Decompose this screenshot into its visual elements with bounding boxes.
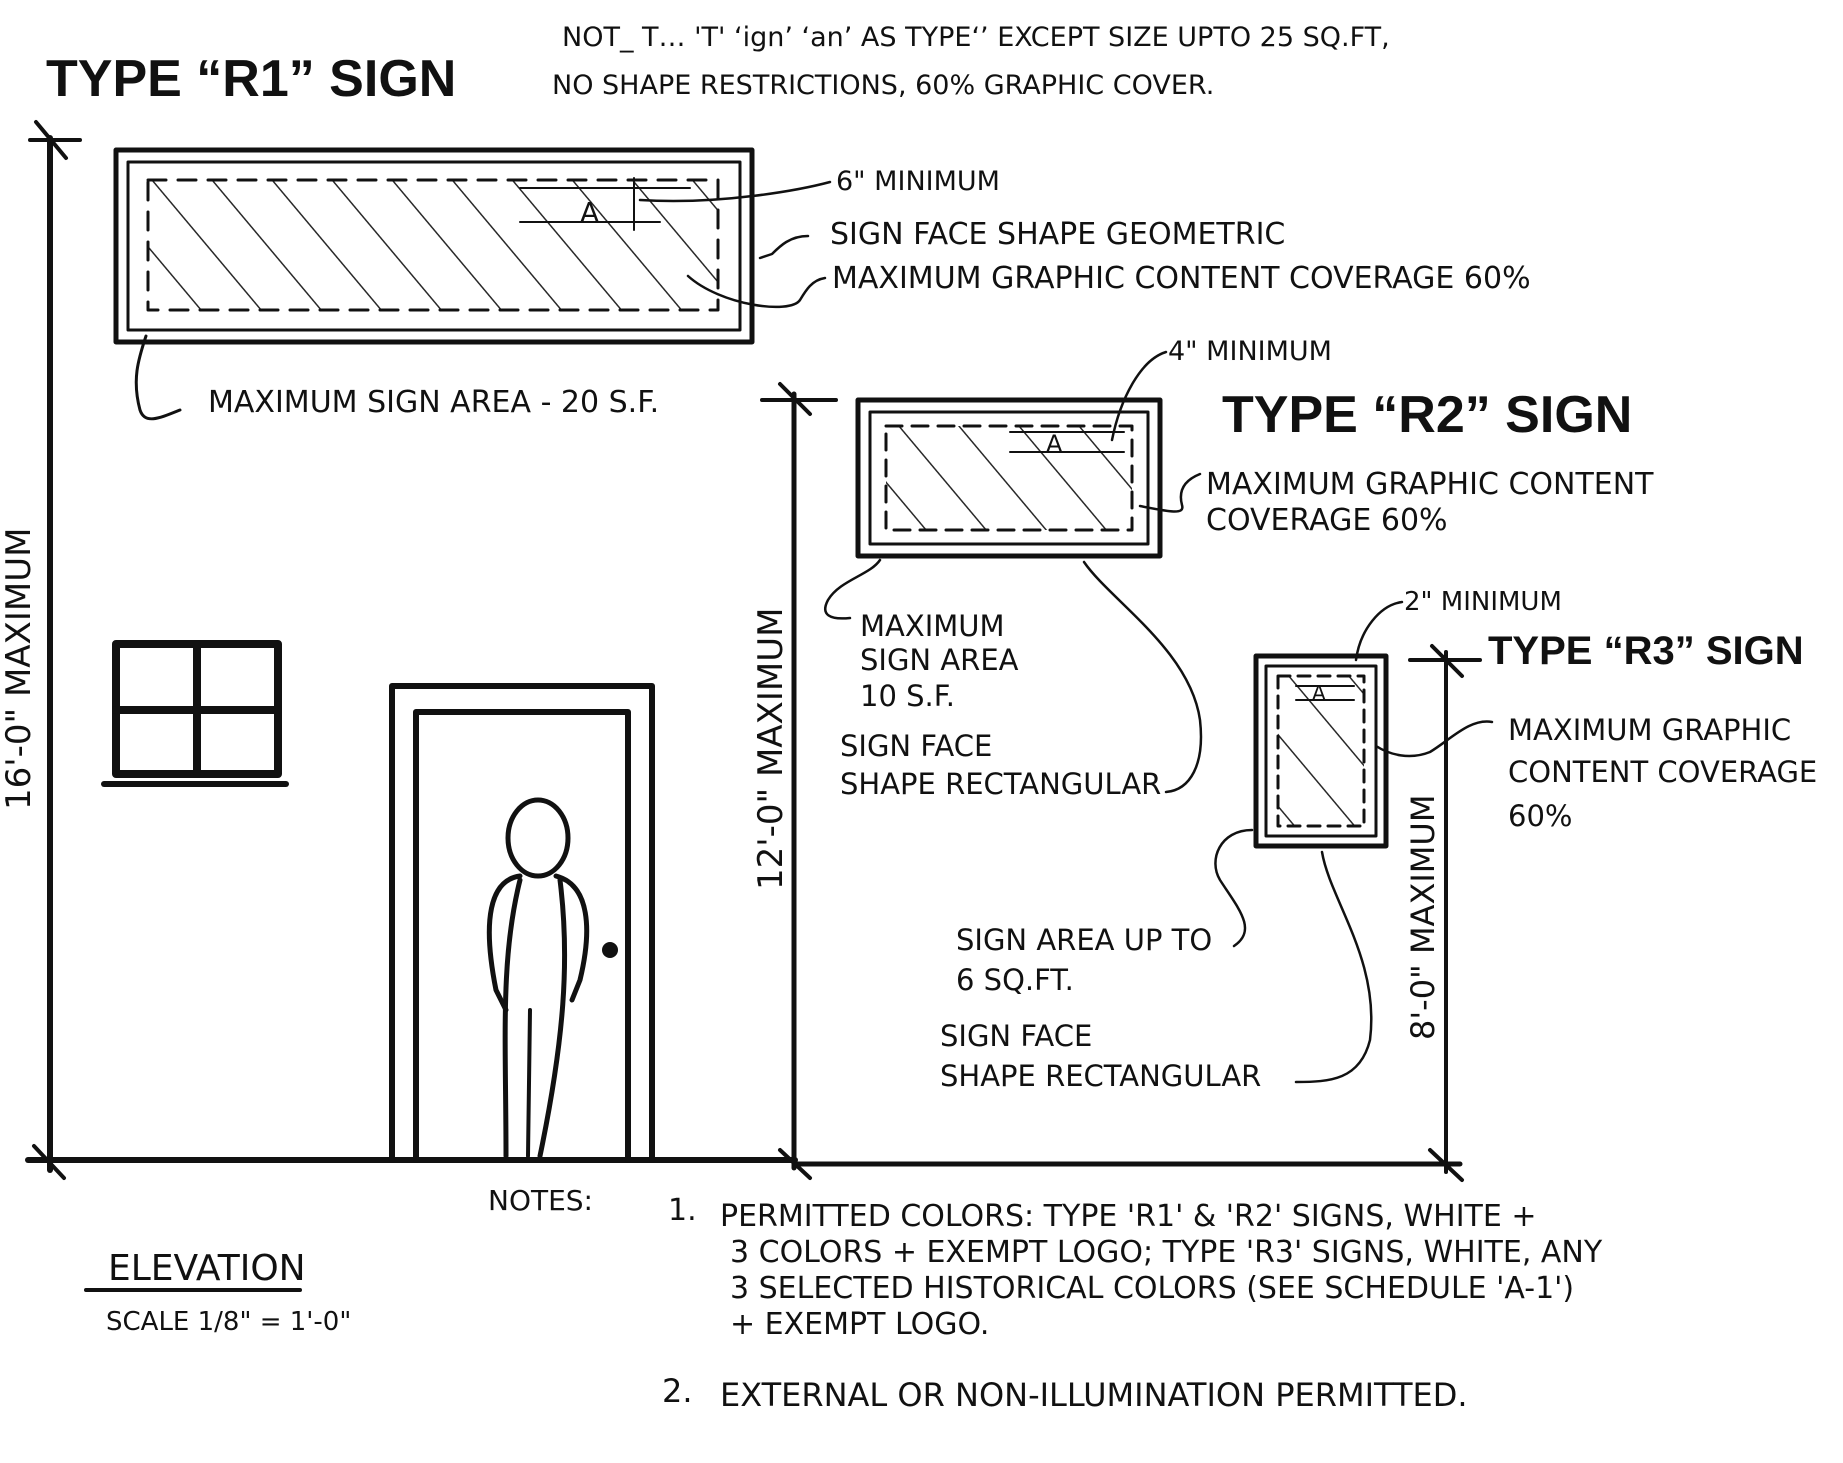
r2-area-line3: 10 S.F. bbox=[860, 679, 955, 713]
r1-title: TYPE “R1” SIGN bbox=[46, 50, 456, 108]
elevation-title: ELEVATION bbox=[108, 1248, 306, 1289]
note-1-line3: 3 SELECTED HISTORICAL COLORS (SEE SCHEDU… bbox=[730, 1271, 1574, 1306]
r2-height-label: 12'-0" MAXIMUM bbox=[751, 608, 791, 890]
r1-wall-outline bbox=[25, 120, 798, 1180]
notes-heading: NOTES: bbox=[488, 1184, 593, 1217]
r1-coverage-label: MAXIMUM GRAPHIC CONTENT COVERAGE 60% bbox=[832, 261, 1531, 296]
r2-coverage-line1: MAXIMUM GRAPHIC CONTENT bbox=[1206, 467, 1654, 502]
r2-sign bbox=[855, 397, 1163, 559]
r1-header-note-line1: NOT_ T… 'T' ‘ign’ ‘an’ AS TYPE‘’ EXCEPT … bbox=[562, 22, 1390, 53]
r3-shape-leader bbox=[1294, 850, 1373, 1084]
r1-margin-dimension: A bbox=[519, 177, 832, 231]
note-1-line4: + EXEMPT LOGO. bbox=[730, 1307, 989, 1342]
door-knob bbox=[602, 942, 618, 958]
r3-height-label: 8'-0" MAXIMUM bbox=[1404, 795, 1442, 1040]
r1-margin-label: 6" MINIMUM bbox=[836, 166, 1000, 197]
r3-wall-outline bbox=[1408, 644, 1482, 1182]
elevation-scale: SCALE 1/8" = 1'-0" bbox=[106, 1307, 351, 1337]
r2-shape-line2: SHAPE RECTANGULAR bbox=[840, 767, 1161, 801]
r2-area-leader bbox=[824, 558, 882, 620]
note-1-line2: 3 COLORS + EXEMPT LOGO; TYPE 'R3' SIGNS,… bbox=[730, 1235, 1603, 1270]
note-1-line1: PERMITTED COLORS: TYPE 'R1' & 'R2' SIGNS… bbox=[720, 1199, 1537, 1234]
r3-margin-marker: A bbox=[1312, 681, 1326, 705]
r2-margin-marker: A bbox=[1046, 430, 1063, 458]
r1-coverage-leader bbox=[686, 274, 827, 309]
r1-shape-leader bbox=[758, 234, 810, 260]
r3-margin-dimension: A bbox=[1295, 600, 1404, 705]
person-figure bbox=[486, 797, 590, 1159]
r2-coverage-line2: COVERAGE 60% bbox=[1206, 503, 1448, 538]
r3-coverage-line2: CONTENT COVERAGE bbox=[1508, 755, 1817, 789]
r3-area-leader bbox=[1214, 828, 1254, 948]
r3-area-line2: 6 SQ.FT. bbox=[956, 963, 1074, 997]
door bbox=[389, 683, 655, 1163]
r1-height-label: 16'-0" MAXIMUM bbox=[0, 528, 39, 810]
r3-title: TYPE “R3” SIGN bbox=[1488, 629, 1804, 673]
r2-wall-outline bbox=[760, 382, 1463, 1180]
r3-shape-line2: SHAPE RECTANGULAR bbox=[940, 1059, 1261, 1093]
r1-sign bbox=[113, 147, 755, 345]
r1-area-label: MAXIMUM SIGN AREA - 20 S.F. bbox=[208, 385, 659, 420]
note-1-number: 1. bbox=[668, 1193, 697, 1228]
r2-margin-dimension: A bbox=[1009, 350, 1168, 458]
r1-shape-label: SIGN FACE SHAPE GEOMETRIC bbox=[830, 217, 1285, 252]
r2-margin-label: 4" MINIMUM bbox=[1168, 336, 1332, 367]
r1-area-leader bbox=[134, 334, 182, 421]
note-2-number: 2. bbox=[662, 1372, 693, 1410]
r3-coverage-leader bbox=[1374, 720, 1494, 758]
r1-margin-marker: A bbox=[580, 196, 599, 229]
r2-area-line1: MAXIMUM bbox=[860, 609, 1005, 643]
r2-area-line2: SIGN AREA bbox=[860, 643, 1019, 677]
r3-coverage-line3: 60% bbox=[1508, 799, 1572, 833]
r3-area-line1: SIGN AREA UP TO bbox=[956, 923, 1212, 957]
r2-shape-leader bbox=[1082, 560, 1203, 794]
r1-header-note-line2: NO SHAPE RESTRICTIONS, 60% GRAPHIC COVER… bbox=[552, 70, 1214, 101]
r3-coverage-line1: MAXIMUM GRAPHIC bbox=[1508, 713, 1791, 747]
r2-title: TYPE “R2” SIGN bbox=[1222, 386, 1632, 444]
note-2-line1: EXTERNAL OR NON-ILLUMINATION PERMITTED. bbox=[720, 1376, 1468, 1414]
r2-coverage-leader bbox=[1138, 472, 1202, 513]
r3-shape-line1: SIGN FACE bbox=[940, 1019, 1092, 1053]
r3-margin-label: 2" MINIMUM bbox=[1404, 587, 1562, 617]
window bbox=[101, 640, 289, 787]
r2-shape-line1: SIGN FACE bbox=[840, 729, 992, 763]
